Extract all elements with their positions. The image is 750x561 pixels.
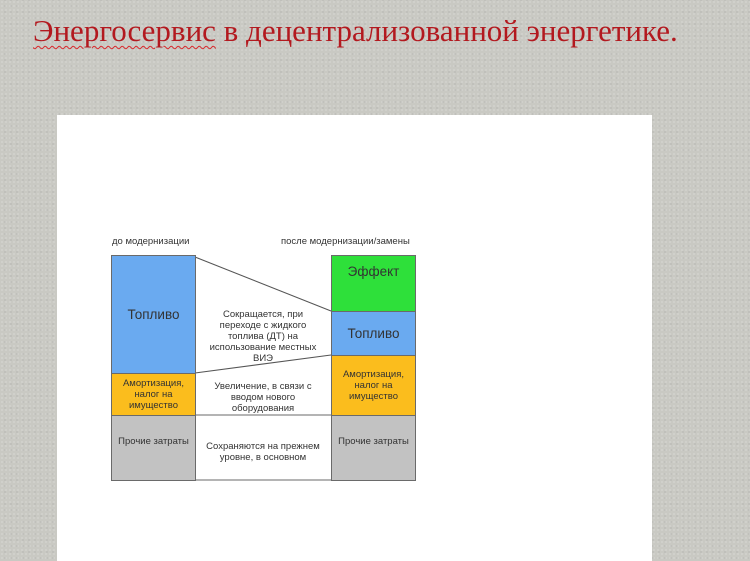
title-rest: в децентрализованной энергетике. — [215, 13, 678, 48]
right-fuel-block: Топливо — [331, 311, 416, 356]
right-effect-block: Эффект — [331, 255, 416, 312]
connector-top — [194, 256, 332, 312]
right-fuel-label: Топливо — [347, 326, 400, 341]
connector-lines — [194, 256, 332, 481]
left-fuel-label: Топливо — [127, 307, 180, 322]
other-change-note: Сохраняются на прежнем уровне, в основно… — [206, 441, 320, 463]
left-other-block: Прочие затраты — [111, 415, 196, 481]
right-other-block: Прочие затраты — [331, 415, 416, 481]
right-amortization-label: Амортизация, налог на имуществo — [342, 369, 405, 402]
right-effect-label: Эффект — [347, 264, 400, 279]
connector-bottom — [194, 354, 332, 374]
slide-title: Энергосервис в децентрализованной энерге… — [33, 8, 733, 54]
amortization-change-note: Увеличение, в связи с вводом нового обор… — [214, 381, 312, 414]
fuel-change-note: Сокращается, при переходе с жидкого топл… — [209, 309, 317, 364]
left-other-label: Прочие затраты — [118, 436, 189, 447]
title-spellcheck-word: Энергосервис — [33, 13, 216, 48]
diagram-panel: до модернизации после модернизации/замен… — [57, 115, 652, 561]
left-fuel-block: Топливо — [111, 255, 196, 374]
right-other-label: Прочие затраты — [338, 436, 409, 447]
right-header: после модернизации/замены — [281, 236, 410, 247]
left-amortization-block: Амортизация, налог на имуществo — [111, 373, 196, 416]
left-amortization-label: Амортизация, налог на имуществo — [122, 378, 185, 411]
left-header: до модернизации — [112, 236, 190, 247]
right-amortization-block: Амортизация, налог на имуществo — [331, 355, 416, 416]
